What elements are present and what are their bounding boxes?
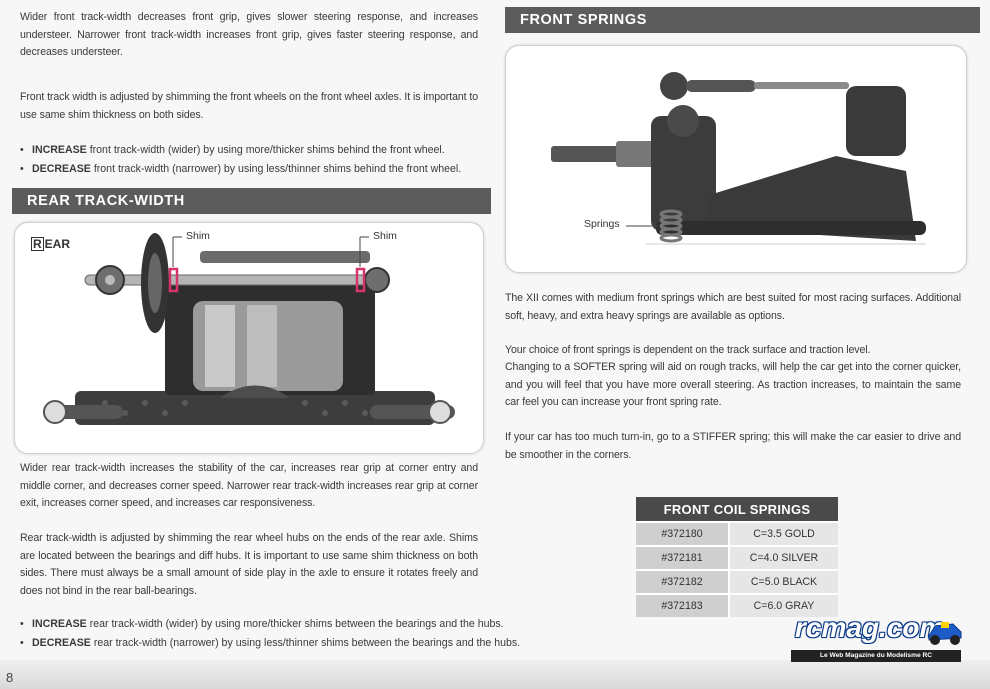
springs-callout: Springs: [584, 218, 620, 230]
front-increase-bullet: INCREASE front track-width (wider) by us…: [20, 141, 461, 160]
rear-track-paragraph-1: Wider rear track-width increases the sta…: [20, 462, 478, 510]
table-row: #372182 C=5.0 BLACK: [636, 569, 838, 594]
spring-rate: C=4.0 SILVER: [729, 545, 838, 570]
springs-paragraph-4: If your car has too much turn-in, go to …: [505, 431, 961, 461]
rear-increase-bullet: INCREASE rear track-width (wider) by usi…: [20, 615, 520, 634]
front-coil-springs-table: FRONT COIL SPRINGS #372180 C=3.5 GOLD #3…: [636, 497, 838, 617]
table-row: #372181 C=4.0 SILVER: [636, 545, 838, 570]
footer-band: [0, 660, 990, 689]
springs-paragraph-2: Your choice of front springs is dependen…: [505, 344, 871, 356]
part-number: #372183: [636, 593, 730, 617]
table-row: #372183 C=6.0 GRAY: [636, 593, 838, 617]
logo-wordmark: rcmag.com: [795, 612, 945, 643]
rear-decrease-bullet: DECREASE rear track-width (narrower) by …: [20, 634, 520, 653]
springs-paragraph-1: The XII comes with medium front springs …: [505, 292, 961, 322]
front-decrease-bullet: DECREASE front track-width (narrower) by…: [20, 160, 461, 179]
part-number: #372180: [636, 521, 730, 546]
rear-chassis-illustration: [43, 233, 455, 425]
springs-paragraph-3: Changing to a SOFTER spring will aid on …: [505, 361, 961, 409]
front-track-shim-text: Front track width is adjusted by shimmin…: [20, 91, 478, 121]
spring-rate: C=6.0 GRAY: [729, 593, 838, 617]
shim-callout-left: Shim: [186, 230, 210, 242]
spring-rate: C=5.0 BLACK: [729, 569, 838, 594]
rc-car-icon: [928, 622, 962, 645]
part-number: #372182: [636, 569, 730, 594]
shim-right-marker: [355, 267, 366, 293]
part-number: #372181: [636, 545, 730, 570]
spring-rate: C=3.5 GOLD: [729, 521, 838, 546]
shim-callout-right: Shim: [373, 230, 397, 242]
front-track-intro: Wider front track-width decreases front …: [20, 11, 478, 59]
front-track-bullets: INCREASE front track-width (wider) by us…: [20, 141, 461, 179]
table-title: FRONT COIL SPRINGS: [636, 497, 838, 522]
logo-tagline: Le Web Magazine du Modelisme RC: [791, 650, 961, 662]
rear-track-width-heading: REAR TRACK-WIDTH: [12, 188, 491, 214]
front-suspension-photo: Springs: [505, 45, 967, 273]
shim-left-marker: [168, 267, 179, 293]
rear-track-paragraph-2: Rear track-width is adjusted by shimming…: [20, 532, 478, 597]
rcmag-logo[interactable]: rcmag.com Le Web Magazine du Modelisme R…: [787, 612, 965, 662]
rear-track-bullets: INCREASE rear track-width (wider) by usi…: [20, 615, 520, 653]
front-springs-heading: FRONT SPRINGS: [505, 7, 980, 33]
page-number: 8: [6, 670, 14, 685]
table-row: #372180 C=3.5 GOLD: [636, 521, 838, 546]
front-suspension-illustration: [551, 72, 926, 245]
